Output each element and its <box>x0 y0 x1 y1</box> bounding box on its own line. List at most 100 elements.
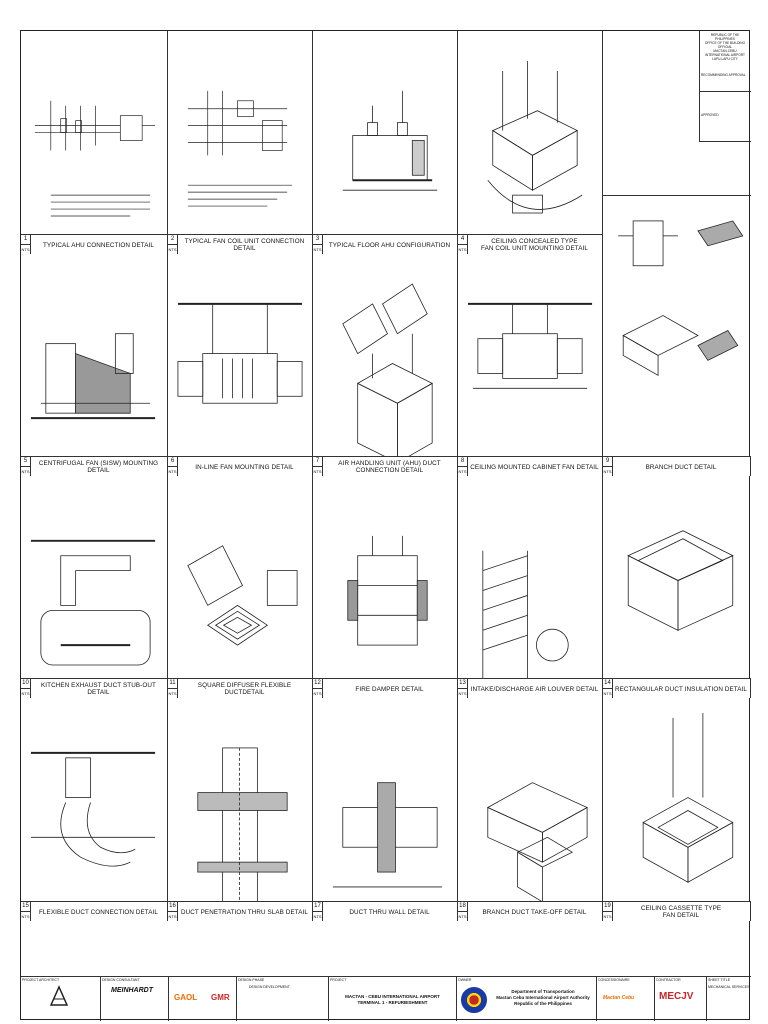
detail-title-line: INTAKE/DISCHARGE AIR LOUVER DETAIL <box>470 685 599 693</box>
detail-title-line: CENTRIFUGAL FAN (SISW) MOUNTING DETAIL <box>38 460 159 474</box>
detail-cell-5 <box>21 254 168 476</box>
detail-scale: NTS <box>168 691 177 696</box>
owner-name-1: Department of Transportation <box>511 989 575 994</box>
detail-title: DUCT THRU WALL DETAIL <box>324 902 455 922</box>
detail-number-value: 17 <box>313 902 322 912</box>
detail-scale: NTS <box>458 247 467 252</box>
cassette-fan-drawing <box>642 712 734 883</box>
detail-scale: NTS <box>313 469 322 474</box>
branch-duct-drawing <box>618 220 744 377</box>
detail-scale: NTS <box>603 691 612 696</box>
detail-title: DUCT PENETRATION THRU SLAB DETAIL <box>179 902 310 922</box>
detail-cell-16 <box>168 698 313 921</box>
detail-title: AIR HANDLING UNIT (AHU) DUCT CONNECTION … <box>324 457 455 477</box>
detail-cell-15 <box>21 698 168 921</box>
detail-title: INTAKE/DISCHARGE AIR LOUVER DETAIL <box>469 679 600 699</box>
titleblock-approval: REPUBLIC OF THE PHILIPPINES OFFICE OF TH… <box>603 31 751 196</box>
detail-number-value: 7 <box>313 457 322 467</box>
detail-number-value: 14 <box>603 679 612 689</box>
concessionaire-cell: CONCESSIONAIRE Mactan Cebu <box>597 977 655 1021</box>
detail-number-value: 5 <box>21 457 30 467</box>
discipline-label: MECHANICAL SERVICES <box>708 984 750 989</box>
detail-scale: NTS <box>313 914 322 919</box>
detail-cell-3 <box>313 31 458 254</box>
detail-title: TYPICAL AHU CONNECTION DETAIL <box>32 235 165 255</box>
detail-cell-2 <box>168 31 313 254</box>
detail-number-value: 19 <box>603 902 612 912</box>
duct-wall-drawing <box>332 782 443 888</box>
detail-title-line: FIRE DAMPER DETAIL <box>355 685 424 693</box>
project-label: PROJECT <box>330 978 347 982</box>
detail-title-line: FAN COIL UNIT MOUNTING DETAIL <box>480 245 589 252</box>
city-line: LAPU-LAPU CITY <box>712 57 738 61</box>
dotr-seal <box>461 987 487 1013</box>
detail-cell-18 <box>458 698 603 921</box>
gaol-logo: GAOL <box>174 993 198 1002</box>
detail-cell-13 <box>458 476 603 698</box>
detail-title: FLEXIBLE DUCT CONNECTION DETAIL <box>32 902 165 922</box>
jv-cell: GAOL GMR <box>169 977 237 1021</box>
project-name-line-2: TERMINAL 1 - REFURBISHMENT <box>357 999 428 1005</box>
detail-scale: NTS <box>21 691 30 696</box>
flexible-duct-drawing <box>30 751 156 867</box>
mecjv-logo: MECJV <box>659 991 694 1002</box>
approved-label: APPROVED <box>701 113 719 117</box>
design-consultant-cell: DESIGN CONSULTANT MEINHARDT <box>101 977 169 1021</box>
project-architect-label: PROJECT ARCHITECT <box>22 978 60 982</box>
project-name-line-1: MACTAN - CEBU INTERNATIONAL AIRPORT <box>345 993 440 999</box>
detail-title-line: KITCHEN EXHAUST DUCT STUB-OUT DETAIL <box>41 682 156 696</box>
detail-cell-14 <box>603 476 751 698</box>
owner-name-3: Republic of the Philippines <box>514 1001 572 1006</box>
detail-title-line: TYPICAL FAN COIL UNIT CONNECTION DETAIL <box>184 238 305 252</box>
detail-title-line: RECTANGULAR DUCT INSULATION DETAIL <box>614 685 748 693</box>
branch-takeoff-drawing <box>486 782 588 903</box>
sheet-title-label: SHEET TITLE <box>708 978 731 982</box>
air-louver-drawing <box>482 550 569 680</box>
detail-title-line: BRANCH DUCT DETAIL <box>645 463 717 471</box>
detail-scale: NTS <box>168 914 177 919</box>
detail-title: TYPICAL FAN COIL UNIT CONNECTION DETAIL <box>179 235 310 255</box>
detail-title-line: AIR HANDLING UNIT (AHU) DUCT CONNECTION … <box>338 460 441 474</box>
ahu-duct-drawing <box>342 283 434 464</box>
square-diffuser-drawing <box>187 545 298 646</box>
owner-cell: OWNER Department of Transportation Macta… <box>457 977 597 1021</box>
detail-title-line: TYPICAL FLOOR AHU CONFIGURATION <box>328 241 451 249</box>
detail-title: RECTANGULAR DUCT INSULATION DETAIL <box>614 679 748 699</box>
cebu-logo: Mactan Cebu <box>603 995 635 1001</box>
detail-cell-10 <box>21 476 168 698</box>
detail-title-line: TYPICAL AHU CONNECTION DETAIL <box>42 241 154 249</box>
detail-cell-1 <box>21 31 168 254</box>
airport-line: MACTAN-CEBU INTERNATIONAL AIRPORT <box>705 49 745 57</box>
duct-slab-drawing <box>197 747 288 908</box>
fan-coil-connection-drawing <box>187 90 293 207</box>
detail-scale: NTS <box>458 469 467 474</box>
detail-title: IN-LINE FAN MOUNTING DETAIL <box>179 457 310 477</box>
detail-number-value: 8 <box>458 457 467 467</box>
detail-scale: NTS <box>313 247 322 252</box>
inline-fan-drawing <box>177 302 303 404</box>
detail-title: CEILING MOUNTED CABINET FAN DETAIL <box>469 457 600 477</box>
detail-title: SQUARE DIFFUSER FLEXIBLE DUCTDETAIL <box>179 679 310 699</box>
republic-text: REPUBLIC OF THE PHILIPPINES OFFICE OF TH… <box>701 33 749 61</box>
